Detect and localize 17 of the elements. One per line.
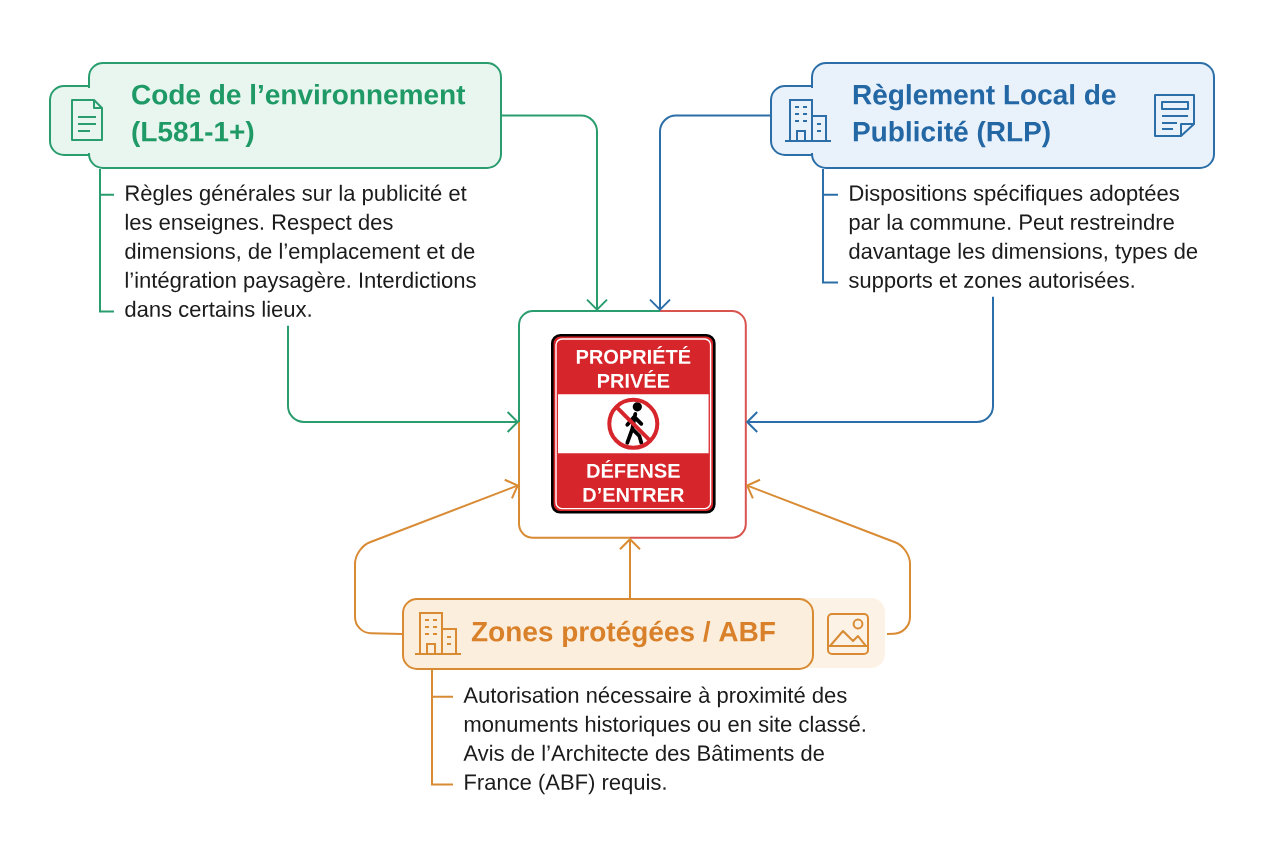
warning-sign: PROPRIÉTÉ PRIVÉE DÉFENSE D’ENTRER [551, 334, 716, 514]
arrow [501, 114, 608, 311]
connector-line [822, 168, 839, 284]
arrow [619, 537, 641, 599]
arrow [649, 114, 772, 311]
header-box: Code de l’environnement (L581-1+) [49, 62, 502, 169]
arrow [745, 478, 911, 635]
description-text: Autorisation nécessaire à proximité des monuments historiques ou en site classé. Avis de l’Architecte des Bâtiments de France (ABF) requis. [463, 686, 865, 795]
arrow [354, 478, 519, 635]
header-box: Zones protégées / ABF [402, 598, 885, 670]
connector-line [431, 669, 454, 786]
header-box: Règlement Local de Publicité (RLP) [770, 62, 1215, 169]
arrow [745, 295, 994, 433]
description-text: Dispositions spécifiques adoptées par la commune. Peut restreindre davantage les dimensions, types de supports et zones autorisées. [849, 184, 1198, 293]
description-text: Règles générales sur la publicité et les enseignes. Respect des dimensions, de l’emplacement et de l’intégration paysagère. Interdictions dans certains lieux. [125, 184, 476, 317]
arrow [287, 324, 519, 433]
connector-line [99, 168, 115, 313]
